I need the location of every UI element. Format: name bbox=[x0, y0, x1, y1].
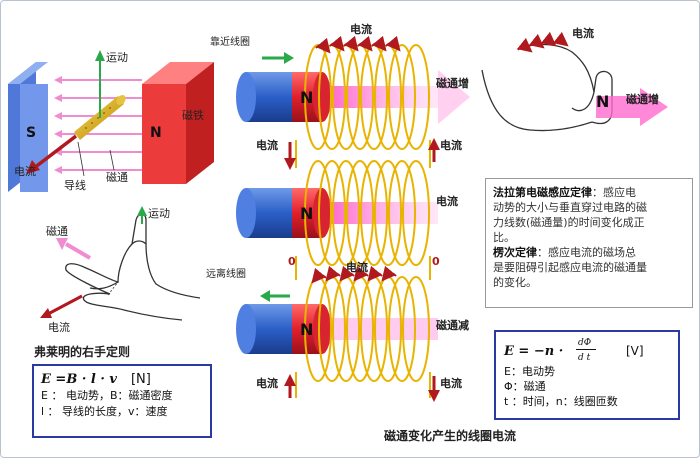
formula-right-line3: Φ：磁通 bbox=[504, 380, 546, 393]
coil3-current-left: 电流 bbox=[256, 377, 278, 390]
hand-left-current-label: 电流 bbox=[48, 321, 70, 334]
coil3-pole-n: N bbox=[300, 320, 314, 339]
coil1-current-right: 电流 bbox=[440, 139, 462, 152]
faraday-text-1b: 动势的大小与垂直穿过电路的磁 bbox=[493, 201, 647, 214]
hand-left-arrows bbox=[40, 206, 147, 318]
faraday-title: 法拉第电磁感应定律 bbox=[493, 186, 592, 199]
formula-right-den: d t bbox=[578, 353, 591, 363]
formula-left-eq: E =B · l · v bbox=[41, 372, 117, 387]
pole-n-label: N bbox=[150, 125, 162, 141]
faraday-text-1c: 力线数(磁通量)的时间变化成正 bbox=[493, 216, 645, 229]
formula-left-box: E =B · l · v [N] E ： 电动势，B：磁通密度 l ： 导线的长度… bbox=[32, 364, 212, 438]
away-label: 远离线圈 bbox=[206, 269, 246, 280]
magnet-diagram bbox=[8, 50, 214, 192]
hand-left-illustration bbox=[65, 213, 201, 321]
faraday-box: 法拉第电磁感应定律：感应电 动势的大小与垂直穿过电路的磁 力线数(磁通量)的时间… bbox=[485, 178, 693, 308]
coil-static bbox=[236, 160, 438, 280]
label-motion: 运动 bbox=[106, 51, 128, 64]
coil3-flux-decrease: 磁通减 bbox=[436, 319, 469, 332]
coil3-current-right: 电流 bbox=[440, 377, 462, 390]
faraday-text-1d: 比。 bbox=[493, 231, 515, 244]
coil1-current-left: 电流 bbox=[256, 139, 278, 152]
coil1-current-top: 电流 bbox=[350, 23, 372, 36]
coil1-flux-increase: 磁通增 bbox=[436, 77, 469, 90]
label-flux: 磁通 bbox=[106, 171, 128, 184]
faraday-text-1a: ：感应电 bbox=[592, 186, 636, 199]
coil2-current-right: 电流 bbox=[436, 195, 458, 208]
formula-right-line4: t ：时间，n：线圈匝数 bbox=[504, 395, 618, 408]
hand-right-pole-n: N bbox=[596, 92, 610, 111]
formula-right-unit: [V] bbox=[626, 344, 644, 358]
fraction-bar bbox=[576, 349, 596, 350]
formula-left-line2: E ： 电动势，B：磁通密度 bbox=[41, 389, 173, 402]
formula-left-unit: [N] bbox=[130, 372, 151, 387]
hand-right-flux bbox=[516, 31, 668, 126]
hand-right-illustration bbox=[481, 43, 613, 132]
label-current: 电流 bbox=[14, 165, 36, 178]
coil3-current-top: 电流 bbox=[346, 261, 368, 274]
label-wire: 导线 bbox=[64, 179, 86, 192]
fleming-caption: 弗莱明的右手定则 bbox=[34, 345, 131, 359]
coil-away bbox=[236, 265, 440, 402]
lenz-title: 楞次定律 bbox=[493, 246, 537, 259]
coil-approach bbox=[236, 35, 470, 170]
lenz-text-2b: 是要阻碍引起感应电流的磁通量 bbox=[493, 261, 647, 274]
formula-right-box: E = −n · dΦ d t [V] E：电动势 Φ：磁通 t ：时间，n：线… bbox=[494, 330, 680, 420]
approach-label: 靠近线圈 bbox=[210, 37, 250, 48]
formula-left-line3: l ： 导线的长度，v：速度 bbox=[41, 405, 168, 418]
hand-left-motion-label: 运动 bbox=[148, 207, 170, 220]
coil1-pole-n: N bbox=[300, 88, 314, 107]
hand-right-current-label: 电流 bbox=[572, 27, 594, 40]
label-magnet: 磁铁 bbox=[182, 109, 204, 122]
formula-right-lhs: E = −n · bbox=[504, 344, 564, 359]
formula-right-line2: E：电动势 bbox=[504, 365, 555, 378]
coil-caption: 磁通变化产生的线圈电流 bbox=[384, 429, 517, 443]
pole-s-label: S bbox=[26, 125, 37, 141]
formula-right-num: dΦ bbox=[578, 338, 592, 348]
hand-right-flux-increase: 磁通增 bbox=[626, 93, 659, 106]
coil2-pole-n: N bbox=[300, 204, 314, 223]
lenz-text-2a: ：感应电流的磁场总 bbox=[537, 246, 636, 259]
hand-left-flux-label: 磁通 bbox=[46, 225, 68, 238]
coil2-zero-left: 0 bbox=[288, 255, 296, 268]
lenz-text-2c: 的变化。 bbox=[493, 276, 537, 289]
coil2-zero-right: 0 bbox=[432, 255, 440, 268]
